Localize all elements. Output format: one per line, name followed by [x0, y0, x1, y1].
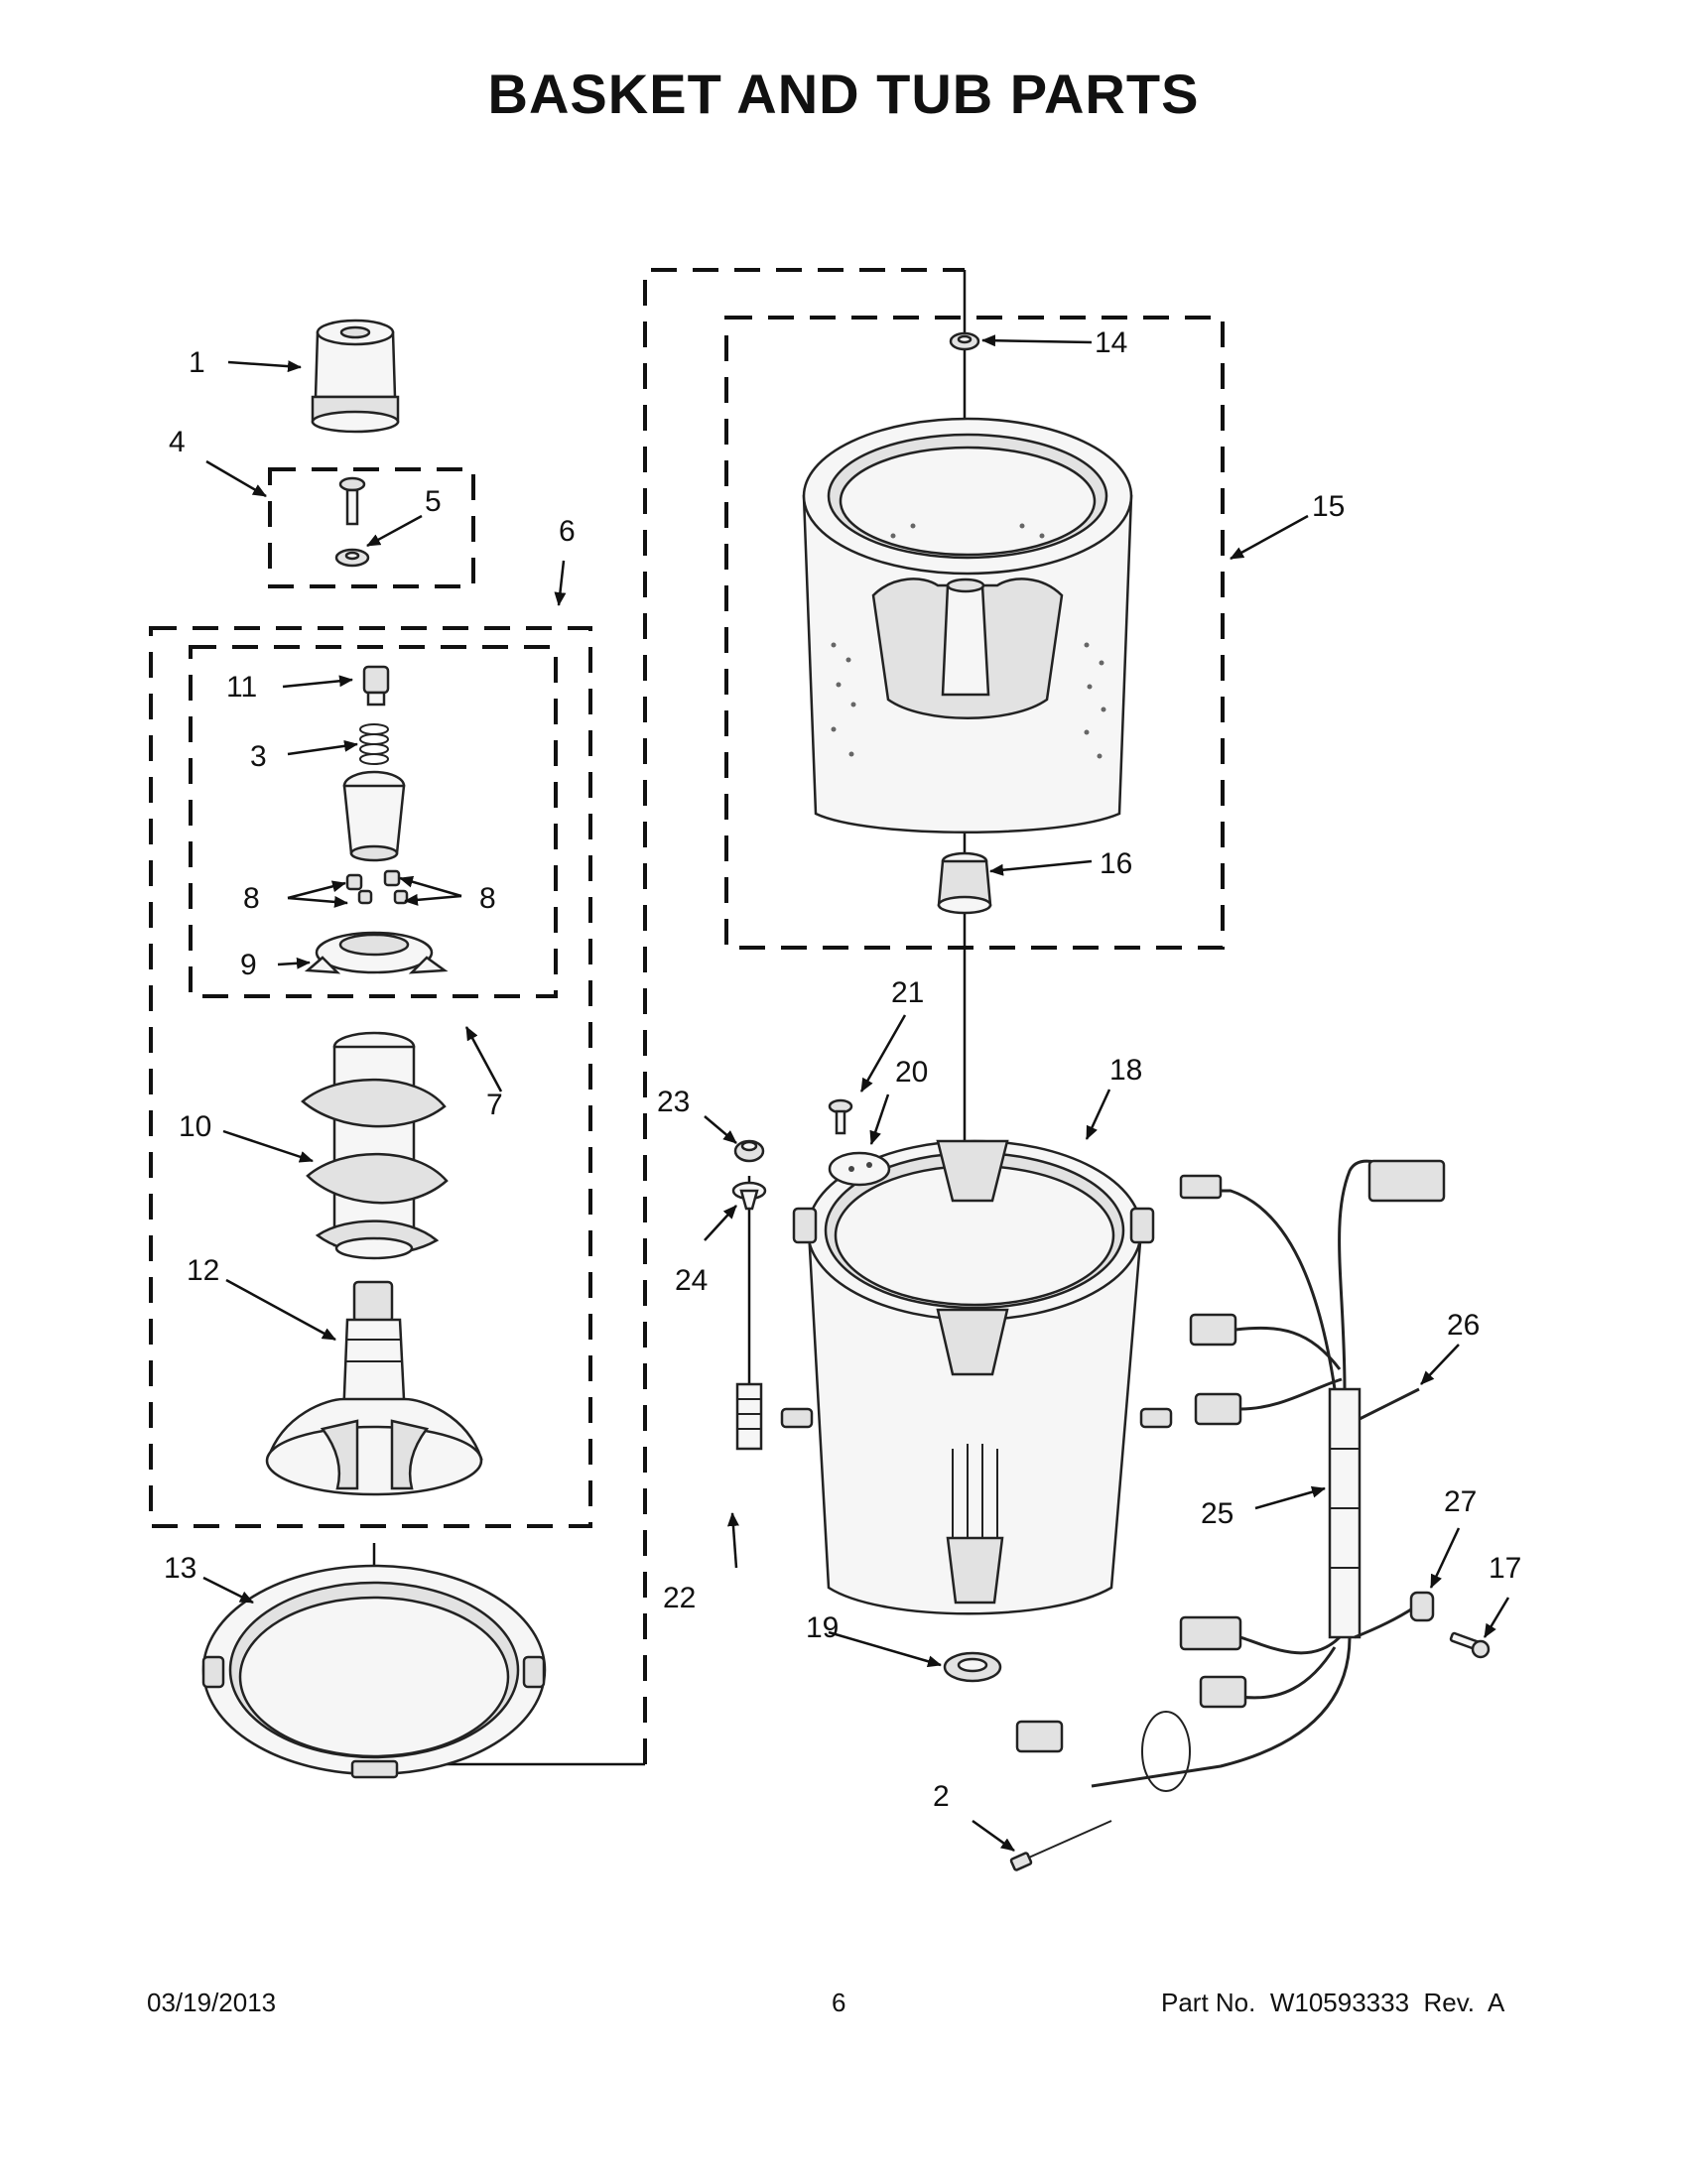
- footer-page-number: 6: [832, 1988, 846, 2017]
- part-3-spring: [359, 723, 389, 765]
- page-title: BASKET AND TUB PARTS: [487, 63, 1200, 125]
- group-box-4: [268, 467, 475, 588]
- group-box-15: [724, 316, 1225, 950]
- callout-22: 22: [663, 1582, 696, 1614]
- footer-part-number: Part No. W10593333 Rev. A: [1161, 1988, 1505, 2017]
- callout-4: 4: [169, 426, 186, 458]
- part-15-basket: [802, 417, 1133, 834]
- callout-10: 10: [179, 1110, 211, 1143]
- part-20-bracket: [828, 1151, 891, 1187]
- part-9-cam: [304, 931, 449, 974]
- callout-27: 27: [1444, 1485, 1477, 1518]
- part-24-retainer: [731, 1181, 767, 1211]
- callout-7: 7: [486, 1089, 503, 1121]
- part-10-auger: [301, 1031, 449, 1260]
- part-23-cap: [733, 1139, 765, 1163]
- callout-5: 5: [425, 485, 442, 518]
- part-16-hub: [937, 851, 992, 915]
- part-8-clips: [345, 869, 409, 905]
- callout-9: 9: [240, 949, 257, 981]
- part-21-screw: [828, 1098, 853, 1135]
- part-11-dog: [362, 665, 390, 707]
- callout-20: 20: [895, 1056, 928, 1089]
- part-2-tie-strap: [1009, 1820, 1112, 1871]
- part-27-clamp: [1354, 1591, 1435, 1639]
- callout-19: 19: [806, 1611, 839, 1644]
- callout-23: 23: [657, 1086, 690, 1118]
- part-1-agitator-cap: [311, 319, 400, 434]
- callout-15: 15: [1312, 490, 1345, 523]
- callout-8-left: 8: [243, 882, 260, 915]
- part-13-tub-ring: [201, 1564, 547, 1779]
- callout-14: 14: [1095, 326, 1127, 359]
- callout-18: 18: [1109, 1054, 1142, 1087]
- callout-13: 13: [164, 1552, 196, 1585]
- part-5-bolt-washer: [334, 476, 370, 568]
- part-26-wire-tail: [1359, 1387, 1420, 1421]
- callout-25: 25: [1201, 1497, 1233, 1530]
- group-boxes: [149, 268, 1225, 1764]
- callout-1: 1: [189, 346, 205, 379]
- callout-3: 3: [250, 740, 267, 773]
- callout-11: 11: [226, 671, 257, 704]
- callout-8-right: 8: [479, 882, 496, 915]
- callout-16: 16: [1100, 847, 1132, 880]
- callout-6: 6: [559, 515, 576, 548]
- part-18-outer-tub: [780, 1139, 1173, 1615]
- callout-24: 24: [675, 1264, 708, 1297]
- group-box-6: [149, 626, 592, 1528]
- callout-21: 21: [891, 976, 924, 1009]
- part-19-seal: [943, 1651, 1002, 1683]
- leader-arrows: [202, 334, 1510, 1853]
- part-12-agitator-base: [265, 1280, 483, 1496]
- callout-26: 26: [1447, 1309, 1480, 1342]
- connectors: [1015, 1159, 1446, 1753]
- basket-perforations: [831, 523, 1106, 759]
- group-box-7: [189, 645, 558, 998]
- callouts: 1 4 5 6 11 3 8 8 9 7 10 12 13 14 15 16 2…: [164, 326, 1521, 1813]
- callout-17: 17: [1489, 1552, 1521, 1585]
- agitator-insert: [342, 770, 406, 862]
- callout-12: 12: [187, 1254, 219, 1287]
- part-14-nut: [949, 331, 980, 351]
- footer-date: 03/19/2013: [147, 1988, 277, 2017]
- part-17-screw: [1449, 1631, 1491, 1659]
- callout-2: 2: [933, 1780, 950, 1813]
- part-22-hose: [735, 1382, 763, 1451]
